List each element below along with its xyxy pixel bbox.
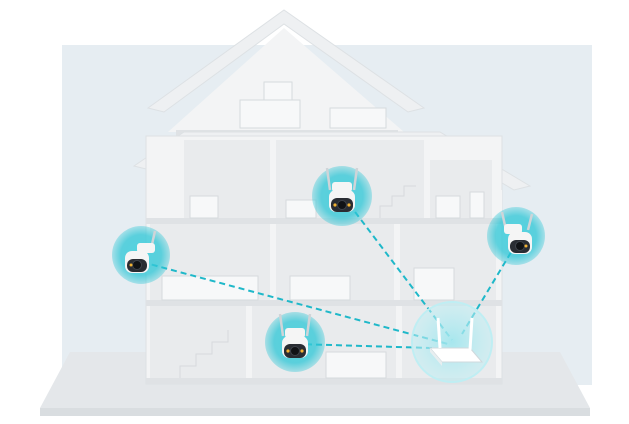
roof-top (146, 9, 426, 113)
camera-left (112, 226, 170, 284)
attic-wall (168, 28, 404, 132)
camera-top-center (312, 166, 372, 226)
camera-right (487, 207, 545, 265)
link-camera-left (141, 261, 449, 345)
ground-plinth-front (40, 408, 590, 416)
furniture (161, 81, 485, 379)
floor-slab-3 (146, 378, 502, 384)
link-camera-right (461, 243, 517, 335)
floor-slab-2 (146, 300, 502, 306)
camera-bottom-center (265, 312, 325, 372)
room-ground-left (150, 306, 246, 378)
floor-slab-1 (146, 218, 502, 224)
wifi-router (411, 301, 493, 383)
